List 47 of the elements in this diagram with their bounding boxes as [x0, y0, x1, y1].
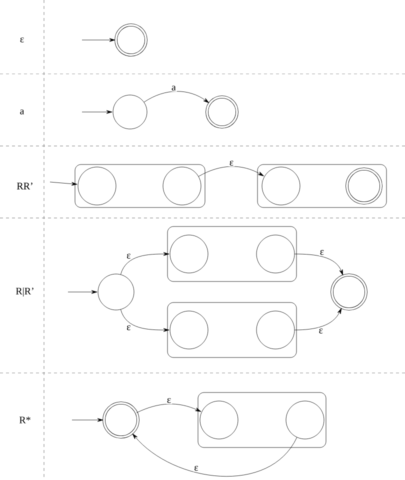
circle-state — [162, 166, 202, 206]
automaton-box — [167, 302, 297, 358]
row-label: ε — [20, 38, 24, 42]
arrow — [82, 38, 116, 42]
arrow — [144, 91, 210, 104]
circle-state — [98, 274, 134, 310]
accepting-state — [114, 24, 148, 56]
arrow — [294, 254, 344, 276]
arrow — [132, 434, 298, 476]
arrow — [50, 182, 78, 186]
edge-label: ε — [126, 324, 132, 332]
accepting-state — [346, 168, 382, 204]
row-label: a — [20, 110, 24, 114]
edge-label: ε — [166, 397, 172, 404]
edge-label: a — [170, 84, 177, 92]
accepting-state — [102, 402, 140, 438]
row-label: RR’ — [16, 182, 32, 190]
circle-state — [112, 94, 148, 130]
accepting-state — [206, 96, 238, 128]
circle-state — [262, 166, 300, 206]
circle-state — [170, 310, 208, 350]
arrow — [136, 404, 202, 413]
automaton-box — [74, 164, 206, 208]
edge-label: ε — [193, 464, 200, 472]
circle-state — [200, 400, 238, 440]
circle-state — [256, 310, 295, 350]
edge-label: ε — [126, 252, 132, 260]
edge-label: ε — [318, 249, 326, 256]
arrow — [120, 309, 170, 332]
circle-state — [256, 234, 295, 274]
accepting-state — [330, 274, 368, 310]
arrow — [72, 418, 104, 422]
circle-state — [78, 166, 116, 206]
arrow — [198, 166, 264, 177]
edge-label: ε — [318, 328, 324, 334]
circle-state — [170, 234, 208, 274]
row-label: R* — [19, 416, 30, 424]
row-label: R|R’ — [16, 287, 34, 297]
arrow — [82, 110, 112, 114]
arrow — [294, 308, 342, 330]
edge-label: ε — [228, 160, 235, 167]
circle-state — [286, 400, 324, 440]
automaton-box — [257, 164, 387, 208]
arrow — [120, 252, 170, 275]
automaton-box — [167, 226, 297, 282]
arrow — [68, 290, 98, 294]
automaton-box — [198, 392, 326, 448]
